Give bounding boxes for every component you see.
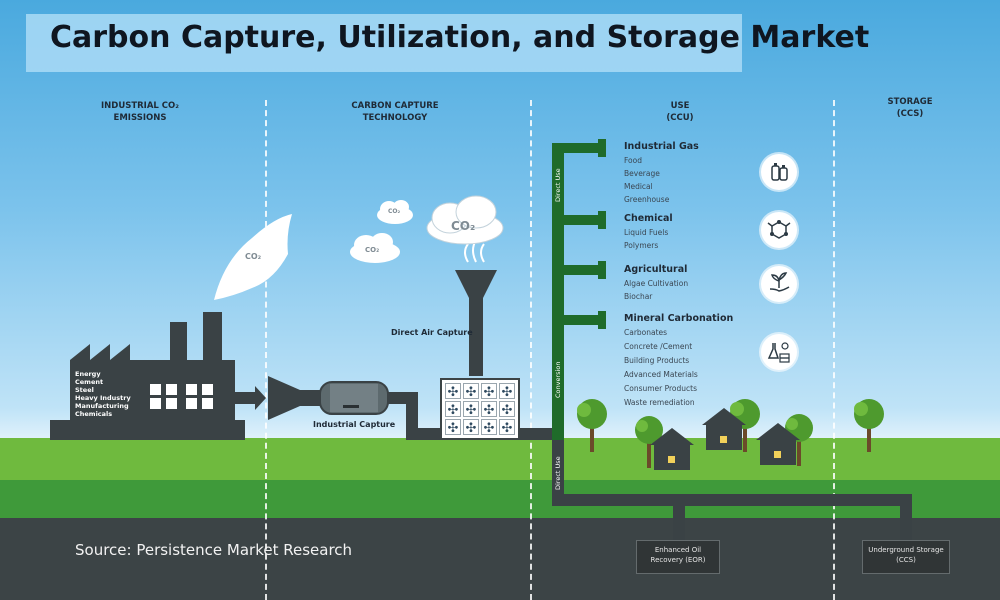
tree-icon xyxy=(577,399,607,452)
use-item: Biochar xyxy=(624,292,653,301)
use-category-chemical: Chemical xyxy=(624,213,673,224)
use-pipeline xyxy=(552,139,606,440)
source-item: Heavy Industry xyxy=(75,394,131,402)
fan-icon: ✣ xyxy=(445,401,461,417)
industrial-capture-label: Industrial Capture xyxy=(313,420,396,429)
cloud-label-large: CO₂ xyxy=(451,219,476,233)
fan-icon: ✣ xyxy=(481,383,497,399)
use-item: Food xyxy=(624,156,642,165)
direct-use-label: Direct Use xyxy=(554,168,562,202)
fan-icon: ✣ xyxy=(445,419,461,435)
direct-air-capture-tower xyxy=(455,239,497,376)
use-item: Waste remediation xyxy=(624,398,695,407)
column-divider xyxy=(833,100,835,600)
header-capture-line1: CARBON CAPTURE xyxy=(351,101,439,111)
use-item: Building Products xyxy=(624,356,690,365)
fan-icon: ✣ xyxy=(445,383,461,399)
direct-air-capture-label: Direct Air Capture xyxy=(391,328,473,337)
header-use-line2: (CCU) xyxy=(666,113,694,123)
title-banner xyxy=(26,14,742,72)
header-storage-line2: (CCS) xyxy=(896,109,924,119)
factory-sources-list: Energy Cement Steel Heavy Industry Manuf… xyxy=(75,370,131,418)
use-item: Consumer Products xyxy=(624,384,698,393)
use-item: Polymers xyxy=(624,241,659,250)
lab-bricks-icon xyxy=(761,334,797,370)
fan-array: ✣ ✣ ✣ ✣ ✣ ✣ ✣ ✣ ✣ ✣ ✣ ✣ xyxy=(440,378,520,440)
use-item: Carbonates xyxy=(624,328,668,337)
cloud-icon xyxy=(377,200,413,224)
fan-icon: ✣ xyxy=(463,401,479,417)
fan-icon: ✣ xyxy=(499,419,515,435)
house-icon xyxy=(650,428,694,470)
fan-icon: ✣ xyxy=(499,383,515,399)
use-item: Medical xyxy=(624,182,653,191)
source-item: Manufacturing xyxy=(75,402,129,410)
factory-icon xyxy=(50,312,245,440)
industrial-capture-unit xyxy=(268,376,418,436)
factory-cloud-icon xyxy=(214,214,292,300)
conversion-label: Conversion xyxy=(554,361,562,398)
direct-use-label-bottom: Direct Use xyxy=(554,456,562,490)
source-item: Cement xyxy=(75,378,104,386)
page-title: Carbon Capture, Utilization, and Storage… xyxy=(50,20,870,55)
tree-icon xyxy=(635,416,663,468)
source-item: Energy xyxy=(75,370,101,378)
fan-icon: ✣ xyxy=(463,419,479,435)
eor-storage-box: Enhanced Oil Recovery (EOR) xyxy=(636,540,720,574)
cloud-icon xyxy=(426,195,504,245)
header-use-line1: USE xyxy=(670,101,690,111)
fan-icon: ✣ xyxy=(463,383,479,399)
source-item: Steel xyxy=(75,386,94,394)
fan-icon: ✣ xyxy=(481,401,497,417)
fan-icon: ✣ xyxy=(481,419,497,435)
plant-hand-icon xyxy=(761,266,797,302)
source-credit: Source: Persistence Market Research xyxy=(75,541,353,559)
column-divider xyxy=(530,100,532,600)
use-item: Concrete /Cement xyxy=(624,342,693,351)
header-storage-line1: STORAGE xyxy=(887,97,933,107)
house-icon xyxy=(756,423,800,465)
factory-cloud-label: CO₂ xyxy=(245,252,262,261)
arrow-icon xyxy=(235,386,266,410)
house-icon xyxy=(702,408,746,450)
cloud-label-small-a: CO₂ xyxy=(388,208,401,215)
use-item: Algae Cultivation xyxy=(624,279,689,288)
molecule-icon xyxy=(761,212,797,248)
underground-label-line1: Underground Storage xyxy=(868,546,944,554)
gas-cylinders-icon xyxy=(761,154,797,190)
eor-label-line2: Recovery (EOR) xyxy=(650,556,706,564)
underground-storage-box: Underground Storage (CCS) xyxy=(862,540,950,574)
source-item: Chemicals xyxy=(75,410,113,418)
use-item: Liquid Fuels xyxy=(624,228,669,237)
header-emissions: INDUSTRIAL CO₂ EMISSIONS xyxy=(85,100,195,124)
column-divider xyxy=(265,100,267,600)
header-storage: STORAGE (CCS) xyxy=(870,96,950,120)
fan-icon: ✣ xyxy=(499,401,515,417)
header-use: USE (CCU) xyxy=(650,100,710,124)
header-capture: CARBON CAPTURE TECHNOLOGY xyxy=(335,100,455,124)
use-category-mineral-carbonation: Mineral Carbonation xyxy=(624,313,734,324)
cloud-icon xyxy=(350,233,400,263)
use-item: Greenhouse xyxy=(624,195,670,204)
header-capture-line2: TECHNOLOGY xyxy=(362,113,428,123)
use-category-industrial-gas: Industrial Gas xyxy=(624,141,699,152)
cloud-label-small-b: CO₂ xyxy=(365,246,380,254)
eor-label-line1: Enhanced Oil xyxy=(654,546,702,554)
tree-icon xyxy=(854,399,884,452)
use-category-agricultural: Agricultural xyxy=(624,264,688,275)
underground-label-line2: (CCS) xyxy=(896,556,916,564)
header-emissions-line1: INDUSTRIAL CO₂ xyxy=(100,101,179,111)
use-item: Advanced Materials xyxy=(624,370,698,379)
use-item: Beverage xyxy=(624,169,660,178)
header-emissions-line2: EMISSIONS xyxy=(113,113,167,123)
